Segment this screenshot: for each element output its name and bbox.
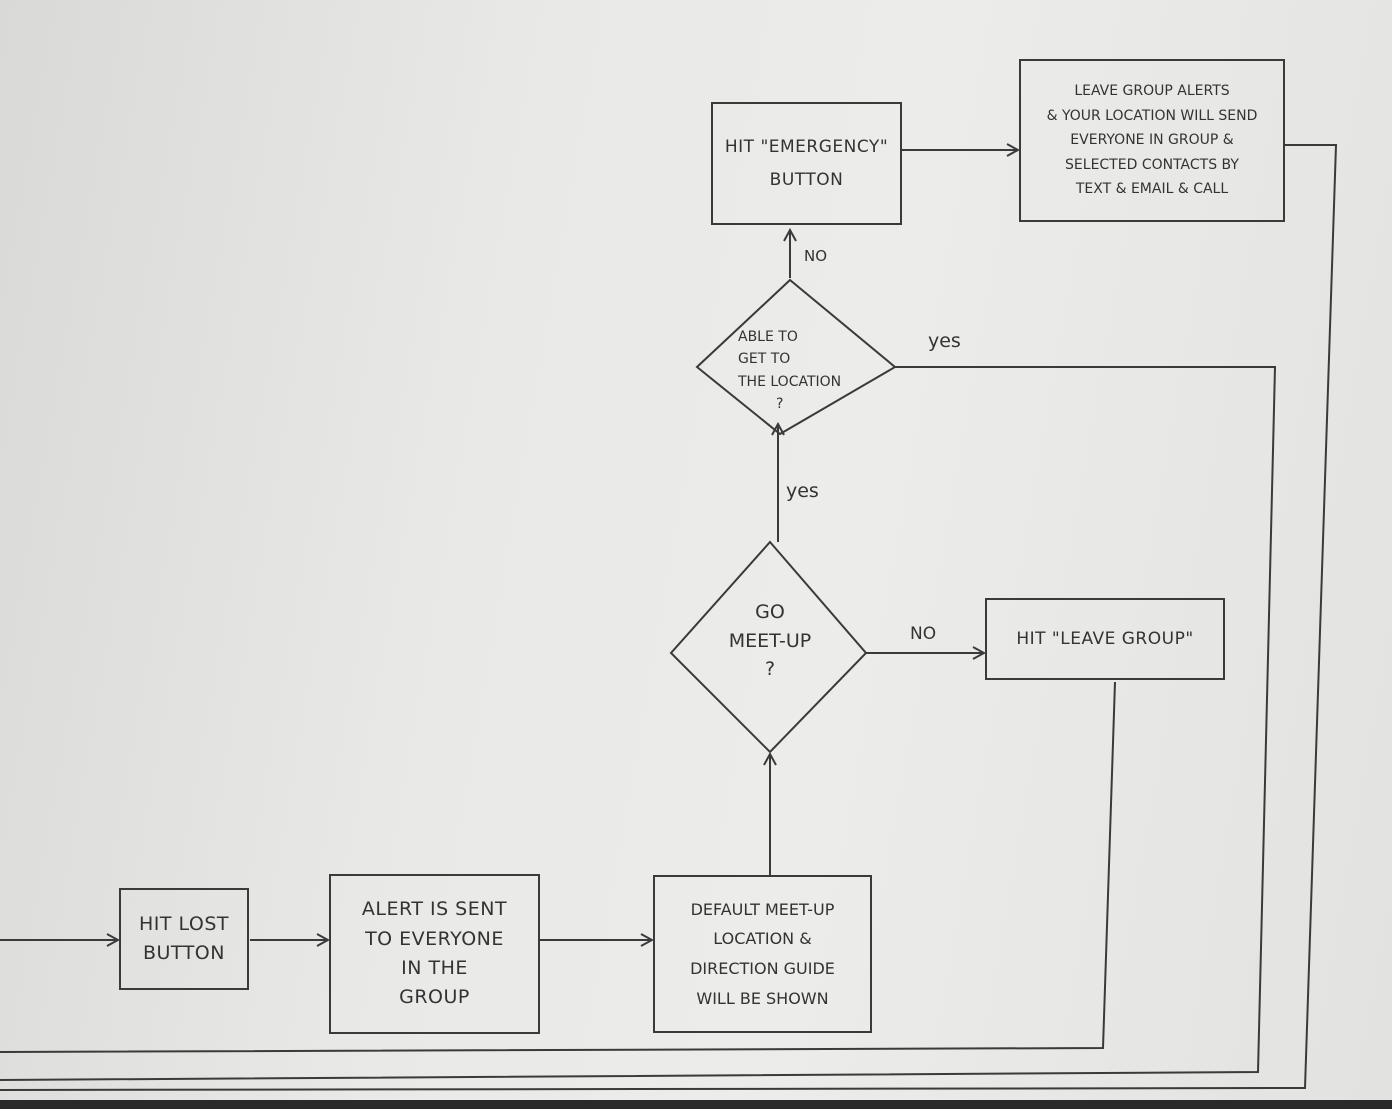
decision-able-line-1: ABLE TO bbox=[738, 329, 798, 345]
decision-go-meetup-label: GO MEET-UP ? bbox=[706, 598, 834, 684]
edge-label-able-yes: yes bbox=[928, 330, 961, 352]
node-alerts-line-3: EVERYONE IN GROUP & bbox=[1070, 132, 1234, 149]
node-alert-line-1: ALERT IS SENT bbox=[361, 898, 508, 921]
node-default-line-1: DEFAULT MEET-UP bbox=[690, 899, 835, 919]
decision-able-line-2: GET TO bbox=[738, 351, 791, 368]
node-default-line-4: WILL BE SHOWN bbox=[696, 988, 829, 1008]
node-hit-leave-group: HIT "LEAVE GROUP" bbox=[985, 598, 1225, 680]
node-default-meetup: DEFAULT MEET-UP LOCATION & DIRECTION GUI… bbox=[653, 875, 872, 1033]
node-emergency-line-2: BUTTON bbox=[769, 169, 844, 190]
node-alerts-line-5: TEXT & EMAIL & CALL bbox=[1075, 181, 1229, 198]
node-default-line-2: LOCATION & bbox=[713, 929, 812, 949]
decision-go-meetup-shape bbox=[669, 540, 868, 754]
decision-able-line-3: THE LOCATION bbox=[738, 373, 842, 390]
node-alert-line-2: TO EVERYONE bbox=[365, 927, 504, 950]
decision-able-to-get-shape bbox=[695, 278, 897, 436]
decision-go-line-1: GO bbox=[755, 601, 785, 623]
decision-go-line-2: MEET-UP bbox=[728, 629, 812, 652]
node-alert-line-3: IN THE bbox=[401, 957, 468, 979]
node-alert-line-4: GROUP bbox=[399, 986, 470, 1009]
node-emergency-line-1: HIT "EMERGENCY" bbox=[724, 137, 889, 158]
edge-label-go-meetup-yes: yes bbox=[786, 480, 819, 502]
node-default-line-3: DIRECTION GUIDE bbox=[690, 959, 835, 978]
edge-label-go-meetup-no: NO bbox=[910, 624, 937, 644]
node-leave-group-alerts: LEAVE GROUP ALERTS & YOUR LOCATION WILL … bbox=[1019, 59, 1285, 222]
node-hit-lost-line-2: BUTTON bbox=[142, 942, 225, 964]
node-hit-lost-button: HIT LOST BUTTON bbox=[119, 888, 249, 990]
edge-alerts-loop bbox=[0, 144, 1338, 1091]
edge-leave-group-loop bbox=[0, 681, 1116, 1053]
edge-able-yes-loop bbox=[0, 366, 1277, 1081]
node-alerts-line-1: LEAVE GROUP ALERTS bbox=[1074, 83, 1230, 100]
node-alerts-line-4: SELECTED CONTACTS BY bbox=[1065, 156, 1239, 173]
decision-able-to-get-label: ABLE TO GET TO THE LOCATION ? bbox=[738, 326, 870, 416]
decision-go-line-3: ? bbox=[764, 658, 776, 680]
node-hit-lost-line-1: HIT LOST bbox=[138, 912, 230, 935]
node-alert-sent: ALERT IS SENT TO EVERYONE IN THE GROUP bbox=[329, 874, 540, 1034]
edge-label-able-no: NO bbox=[804, 247, 828, 265]
node-leave-group-text: HIT "LEAVE GROUP" bbox=[1016, 629, 1194, 649]
page-bottom-edge bbox=[0, 1100, 1392, 1109]
node-alerts-line-2: & YOUR LOCATION WILL SEND bbox=[1046, 107, 1258, 124]
node-hit-emergency: HIT "EMERGENCY" BUTTON bbox=[711, 102, 902, 225]
decision-able-line-4: ? bbox=[776, 396, 784, 413]
